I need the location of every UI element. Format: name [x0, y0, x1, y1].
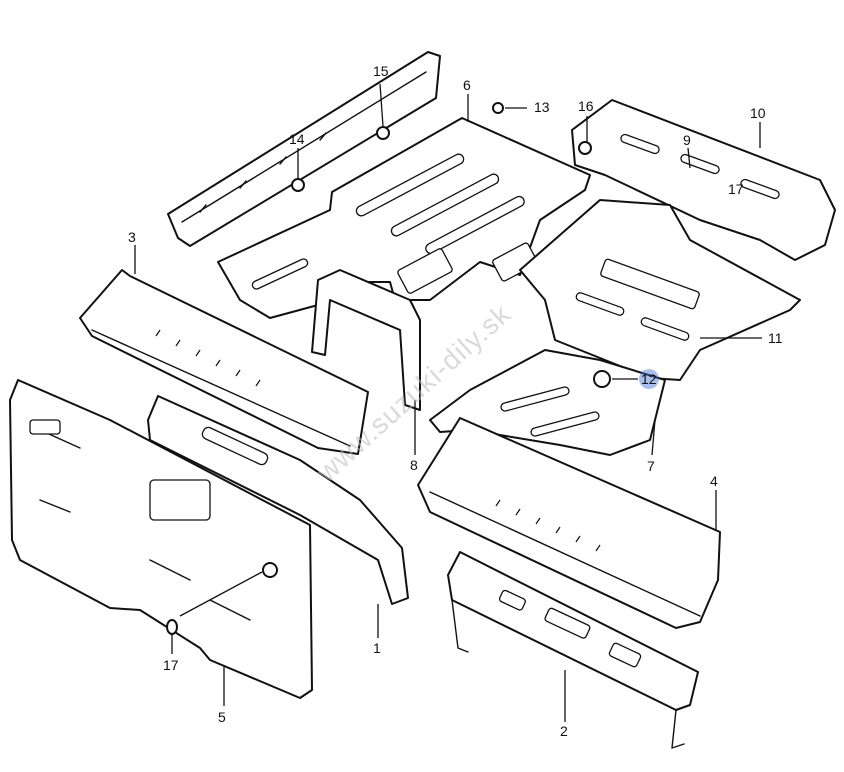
- callout-17-left: 17: [163, 657, 179, 673]
- callout-5: 5: [218, 709, 226, 725]
- nut-13: [492, 102, 504, 114]
- callout-15: 15: [373, 63, 389, 79]
- callout-7: 7: [647, 458, 655, 474]
- callout-10: 10: [750, 105, 766, 121]
- part-rear-upper-floor: [571, 99, 836, 261]
- callout-17-right: 17: [728, 181, 744, 197]
- callout-16: 16: [578, 98, 594, 114]
- callout-11: 11: [768, 330, 783, 346]
- callout-9: 9: [683, 132, 691, 148]
- callout-14: 14: [289, 131, 305, 147]
- part-front-floor: [217, 117, 591, 319]
- part-front-crossmember: [447, 551, 699, 749]
- part-side-sill-right: [417, 417, 721, 629]
- part-side-sill-left: [79, 269, 369, 455]
- callout-4: 4: [710, 473, 718, 489]
- callout-8: 8: [410, 457, 418, 473]
- callout-6: 6: [463, 77, 471, 93]
- callout-1: 1: [373, 640, 381, 656]
- callout-2: 2: [560, 723, 568, 739]
- part-tunnel-brace: [311, 269, 421, 411]
- part-dash-panel: [9, 379, 313, 699]
- callout-13: 13: [534, 99, 550, 115]
- part-rear-floor-middle: [519, 199, 801, 381]
- leader-lines: [134, 83, 762, 722]
- sill-right-hatching: [495, 499, 601, 552]
- callout-3: 3: [128, 229, 136, 245]
- callout-12-highlight: [639, 369, 659, 389]
- part-firewall-upper: [147, 395, 409, 605]
- washer-17-left: [166, 619, 178, 635]
- callout-labels: 15 14 6 13 16 10 9 17 11 12 7 8 3 4 1 2 …: [128, 63, 783, 739]
- part-crossmember-top: [167, 51, 441, 247]
- callout-12: 12: [641, 371, 657, 387]
- sill-left-hatching: [155, 329, 261, 387]
